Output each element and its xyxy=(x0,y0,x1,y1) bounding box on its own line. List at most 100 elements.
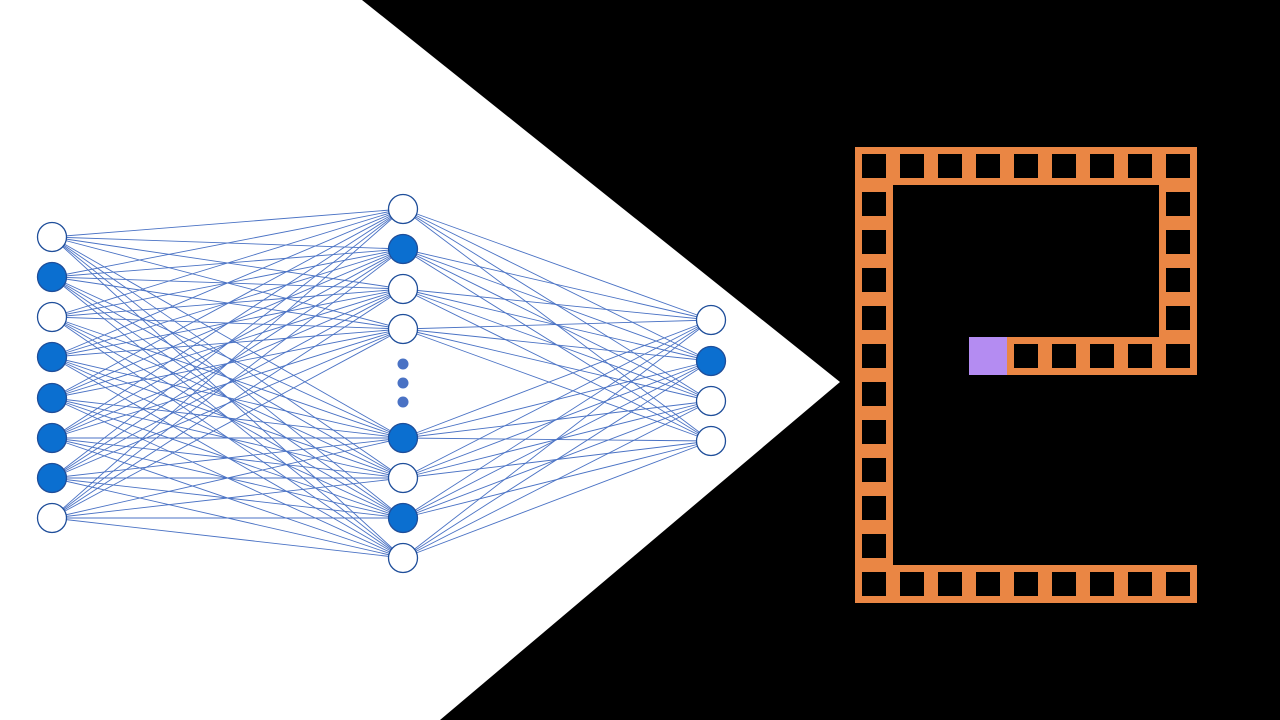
ellipsis-dot xyxy=(397,377,409,389)
snake-body-segment xyxy=(969,147,1007,185)
network-connections xyxy=(51,208,712,559)
snake-body-segment xyxy=(1045,337,1083,375)
connection-line xyxy=(402,328,712,362)
connection-line xyxy=(51,356,404,479)
snake-body-segment xyxy=(855,565,893,603)
connection-line xyxy=(51,208,404,479)
network-nodes xyxy=(36,193,727,574)
connection-line xyxy=(402,328,712,442)
hidden-node xyxy=(387,313,419,345)
input-node xyxy=(36,382,68,414)
snake-body-segment xyxy=(1159,223,1197,261)
connection-line xyxy=(51,517,404,559)
snake-body-segment xyxy=(1159,565,1197,603)
connection-line xyxy=(51,236,404,439)
connection-line xyxy=(51,276,404,439)
snake-body-segment xyxy=(893,565,931,603)
snake-body-segment xyxy=(855,527,893,565)
connection-line xyxy=(402,248,712,362)
ellipsis-dot xyxy=(397,358,409,370)
snake-body-segment xyxy=(855,299,893,337)
connection-line xyxy=(402,208,712,321)
snake-body-segment xyxy=(969,565,1007,603)
connection-line xyxy=(402,319,712,439)
connection-line xyxy=(51,356,404,519)
connection-line xyxy=(402,288,712,321)
connection-line xyxy=(51,208,404,318)
connection-line xyxy=(402,400,712,559)
input-node xyxy=(36,221,68,253)
hidden-node xyxy=(387,193,419,225)
connection-line xyxy=(51,397,404,439)
snake-body-segment xyxy=(1159,299,1197,337)
connection-line xyxy=(402,319,712,330)
snake-body-segment xyxy=(855,375,893,413)
snake-body-segment xyxy=(1159,337,1197,375)
connection-line xyxy=(51,208,404,238)
snake-body-segment xyxy=(1007,565,1045,603)
hidden-node xyxy=(387,502,419,534)
connection-line xyxy=(402,288,712,362)
snake-body-segment xyxy=(855,451,893,489)
snake-body-segment xyxy=(1159,185,1197,223)
snake-body-segment xyxy=(1083,337,1121,375)
connection-line xyxy=(51,328,404,519)
snake-body-segment xyxy=(1045,565,1083,603)
connection-line xyxy=(402,440,712,559)
output-node xyxy=(695,385,727,417)
snake-body-segment xyxy=(1007,147,1045,185)
connection-line xyxy=(51,437,404,519)
snake-body-segment xyxy=(1121,565,1159,603)
connection-line xyxy=(51,208,404,399)
connection-line xyxy=(51,316,404,439)
snake-body-segment xyxy=(893,147,931,185)
connection-line xyxy=(51,437,404,479)
connection-line xyxy=(51,356,404,439)
snake-body-segment xyxy=(1045,147,1083,185)
connection-line xyxy=(51,288,404,519)
input-node xyxy=(36,341,68,373)
hidden-node xyxy=(387,462,419,494)
connection-line xyxy=(51,356,404,559)
snake-body-segment xyxy=(855,223,893,261)
connection-line xyxy=(51,208,404,519)
connection-line xyxy=(402,360,712,559)
connection-line xyxy=(51,208,404,278)
connection-line xyxy=(402,328,712,402)
snake-body-segment xyxy=(1083,147,1121,185)
input-node xyxy=(36,422,68,454)
snake-body-segment xyxy=(855,261,893,299)
snake-head xyxy=(969,337,1007,375)
snake-game-board xyxy=(855,147,1197,603)
snake-body-segment xyxy=(1159,261,1197,299)
snake-body-segment xyxy=(1121,337,1159,375)
output-node xyxy=(695,304,727,336)
connection-line xyxy=(51,477,404,519)
input-node xyxy=(36,301,68,333)
neural-network-panel xyxy=(0,0,840,720)
input-node xyxy=(36,462,68,494)
snake-body-segment xyxy=(931,565,969,603)
connection-line xyxy=(51,208,404,358)
snake-body-segment xyxy=(855,337,893,375)
output-node xyxy=(695,425,727,457)
hidden-node xyxy=(387,233,419,265)
connection-line xyxy=(402,319,712,479)
input-node xyxy=(36,502,68,534)
hidden-node xyxy=(387,422,419,454)
snake-body-segment xyxy=(855,413,893,451)
snake-body-segment xyxy=(855,147,893,185)
hidden-node xyxy=(387,273,419,305)
snake-body-segment xyxy=(855,489,893,527)
connection-line xyxy=(51,208,404,439)
snake-body-segment xyxy=(1159,147,1197,185)
connection-line xyxy=(402,248,712,321)
ellipsis-dot xyxy=(397,396,409,408)
connection-line xyxy=(402,319,712,559)
snake-body-segment xyxy=(1121,147,1159,185)
snake-body-segment xyxy=(855,185,893,223)
snake-body-segment xyxy=(931,147,969,185)
snake-body-segment xyxy=(1007,337,1045,375)
